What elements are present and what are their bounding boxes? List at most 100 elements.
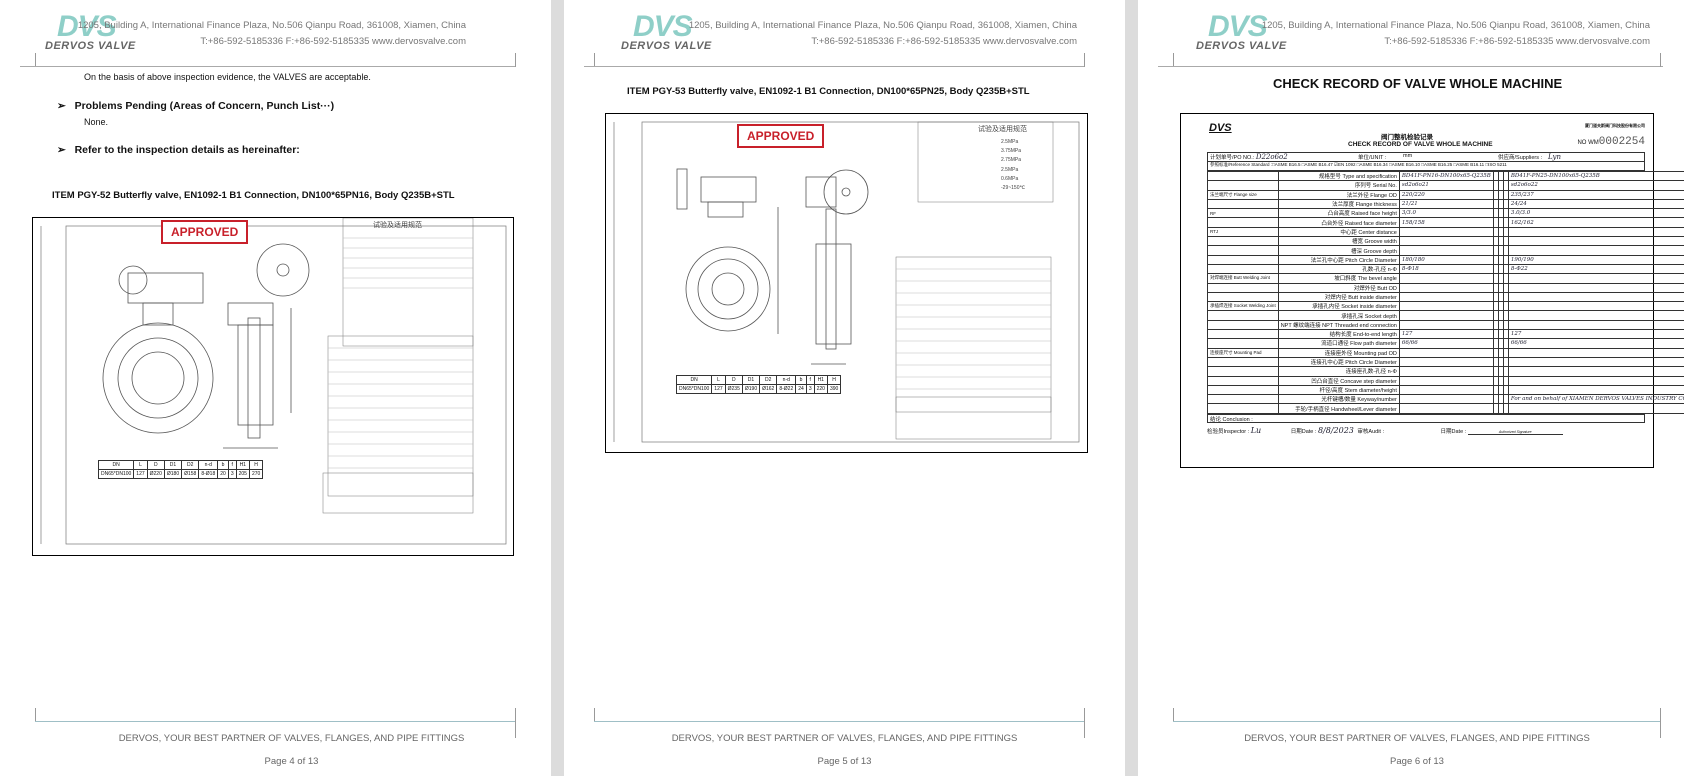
row-cell: [1398, 375, 1494, 386]
row-cell: 66/66: [1398, 338, 1494, 349]
item-title: ITEM PGY-53 Butterfly valve, EN1092-1 B1…: [627, 86, 1030, 97]
row-label: 法兰外径 Flange OD: [1277, 189, 1400, 200]
row-cell: 190/190: [1507, 254, 1684, 265]
valve-drawing-lines: [40, 218, 507, 545]
row-label: 手轮/手柄直径 Handwheel/Lever diameter: [1277, 403, 1400, 414]
refer-heading: ➢ Refer to the inspection details as her…: [57, 144, 300, 156]
row-cell: [1507, 347, 1684, 358]
form-row: 凹凸台直径 Concave step diameter: [1207, 375, 1684, 386]
row-cell: [1507, 226, 1684, 238]
row-label: 承插孔深 Socket depth: [1277, 310, 1400, 321]
dim-value: 8-Ø22: [776, 384, 797, 394]
row-cell: [1398, 403, 1494, 414]
row-cell: [1507, 245, 1684, 256]
form-row: 对焊内径 Butt inside diameter: [1207, 291, 1684, 303]
row-cell: 162/162: [1507, 217, 1684, 228]
check-record-form: DVS 阀门整机检验记录 CHECK RECORD OF VALVE WHOLE…: [1180, 113, 1684, 468]
dim-header: H: [826, 375, 842, 385]
form-logo: DVS: [1209, 122, 1232, 134]
row-label: 法兰孔中心距 Pitch Circle Diameter: [1277, 254, 1400, 265]
row-cell: [1398, 310, 1494, 321]
spec-value: 0.6MPa: [1001, 175, 1019, 182]
dim-value: 390: [826, 384, 842, 394]
dim-value: 205: [235, 469, 250, 479]
row-group: [1207, 254, 1279, 265]
row-cell: 158/158: [1398, 217, 1494, 228]
conclusion-text: On the basis of above inspection evidenc…: [84, 72, 371, 82]
row-label: 结构长度 End-to-end length: [1277, 329, 1400, 340]
row-cell: [1507, 291, 1684, 303]
row-label: 凸台外径 Raised face diameter: [1277, 217, 1400, 228]
dim-value: DN65*DN100: [97, 469, 135, 479]
row-cell: sd2o6o22: [1507, 180, 1684, 191]
spec-table-title: 试验及适用规范: [978, 126, 1027, 133]
row-group: RTJ: [1207, 226, 1279, 238]
row-cell: 127: [1507, 329, 1684, 340]
dim-value: Ø220: [146, 469, 165, 479]
row-label: 坡口斜度 The bevel angle: [1277, 273, 1400, 284]
row-label: 凹凸台直径 Concave step diameter: [1277, 375, 1400, 386]
row-cell: For and on behalf of XIAMEN DERVOS VALVE…: [1507, 394, 1684, 405]
row-cell: [1398, 319, 1494, 331]
dim-header: DN: [97, 460, 135, 470]
row-cell: [1398, 245, 1494, 256]
dim-value: 270: [248, 469, 264, 479]
header-contact: T:+86-592-5185336 F:+86-592-5185335 www.…: [200, 36, 466, 47]
dim-header: n-d: [198, 460, 219, 470]
valve-drawing-lines: [613, 121, 1080, 443]
page-title: CHECK RECORD OF VALVE WHOLE MACHINE: [1273, 76, 1563, 91]
row-group: RF: [1207, 208, 1279, 219]
row-group: [1207, 375, 1279, 386]
row-group: [1207, 319, 1279, 331]
form-company: 厦门道夫斯阀门科技股份有限公司: [1585, 123, 1645, 128]
header-address: 1205, Building A, International Finance …: [77, 20, 466, 31]
spec-value: -29~150℃: [1001, 185, 1026, 192]
spec-table-title: 试验及适用规范: [373, 222, 422, 229]
row-label: 规格型号 Type and specification: [1277, 170, 1400, 182]
row-cell: [1507, 384, 1684, 396]
header-address: 1205, Building A, International Finance …: [688, 20, 1077, 31]
row-group: [1207, 170, 1279, 182]
row-cell: [1398, 282, 1494, 293]
form-row: 承插孔深 Socket depth: [1207, 310, 1684, 321]
form-row: NPT 螺纹端连接 NPT Threaded end connection: [1207, 319, 1684, 331]
row-cell: 8-Φ18: [1398, 263, 1494, 275]
row-cell: BD41F-PN25-DN100x65-Q235B: [1507, 170, 1684, 182]
row-group: [1207, 282, 1279, 293]
dim-value: 220: [813, 384, 828, 394]
dim-value: 24: [795, 384, 807, 394]
row-cell: [1507, 301, 1684, 312]
form-row: 手轮/手柄直径 Handwheel/Lever diameter: [1207, 403, 1684, 414]
row-label: 连接座孔数-孔径 n-Φ: [1277, 366, 1400, 377]
row-cell: [1507, 273, 1684, 284]
dim-value: Ø162: [759, 384, 778, 394]
row-cell: BD41F-PN16-DN100x65-Q235B: [1398, 170, 1494, 182]
row-group: [1207, 338, 1279, 349]
row-cell: [1398, 301, 1494, 312]
row-cell: [1507, 282, 1684, 293]
row-label: 序列号 Serial No.: [1277, 180, 1400, 191]
row-group: [1207, 263, 1279, 275]
row-label: 槽宽 Groove width: [1277, 236, 1400, 247]
header-contact: T:+86-592-5185336 F:+86-592-5185335 www.…: [1384, 36, 1650, 47]
row-label: 中心距 Center distance: [1277, 226, 1400, 238]
row-cell: [1398, 273, 1494, 284]
row-group: [1207, 236, 1279, 247]
row-cell: [1398, 291, 1494, 303]
dim-header: b: [795, 375, 807, 385]
row-label: 对焊外径 Butt OD: [1277, 282, 1400, 293]
row-cell: [1502, 403, 1509, 414]
row-group: [1207, 403, 1279, 414]
dim-value: Ø235: [724, 384, 743, 394]
